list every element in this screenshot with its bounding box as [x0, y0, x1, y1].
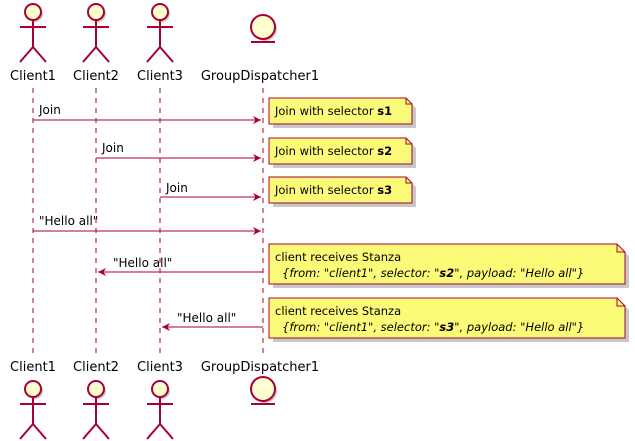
- actor-icon: [146, 3, 174, 63]
- actor-icon: [19, 3, 47, 63]
- note-text: Join with selector s2: [274, 144, 392, 158]
- message-label: Join: [101, 141, 124, 155]
- participant-label-client2: Client2: [73, 360, 119, 375]
- participant-label-client3: Client3: [137, 360, 183, 375]
- entity-icon: [250, 14, 277, 43]
- actor-icon: [82, 3, 110, 63]
- message-label: Join: [38, 103, 61, 117]
- participant-label-client1: Client1: [10, 360, 56, 375]
- note-text: client receives Stanza: [275, 250, 401, 264]
- participant-label-client3: Client3: [137, 69, 183, 84]
- message-label: "Hello all": [39, 214, 98, 228]
- messages: Join Join Join "Hello all" "Hello all" "…: [33, 103, 263, 331]
- notes: Join with selector s1 Join with selector…: [268, 97, 629, 342]
- note: Join with selector s1: [268, 97, 416, 128]
- participants-top: Client1 Client2 Client3 GroupDispatcher1: [10, 3, 319, 84]
- note: Join with selector s2: [268, 137, 416, 168]
- participant-label-client1: Client1: [10, 69, 56, 84]
- participant-label-client2: Client2: [73, 69, 119, 84]
- message-label: "Hello all": [177, 311, 236, 325]
- note-text: client receives Stanza: [275, 304, 401, 318]
- entity-icon: [250, 376, 277, 405]
- actor-icon: [82, 380, 110, 440]
- participant-label-dispatcher: GroupDispatcher1: [201, 360, 319, 375]
- note: Join with selector s3: [268, 176, 416, 207]
- note: client receives Stanza {from: "client1",…: [268, 243, 629, 288]
- note-text: Join with selector s3: [274, 183, 392, 197]
- actor-icon: [19, 380, 47, 440]
- note-text: {from: "client1", selector: "s3", payloa…: [282, 320, 584, 334]
- lifelines: [32, 88, 264, 354]
- note-text: Join with selector s1: [274, 104, 392, 118]
- participant-label-dispatcher: GroupDispatcher1: [201, 69, 319, 84]
- actor-icon: [146, 380, 174, 440]
- note: client receives Stanza {from: "client1",…: [268, 297, 629, 342]
- participants-bottom: Client1 Client2 Client3 GroupDispatcher1: [10, 360, 319, 440]
- note-text: {from: "client1", selector: "s2", payloa…: [282, 266, 584, 280]
- message-label: "Hello all": [113, 256, 172, 270]
- message-label: Join: [165, 181, 188, 195]
